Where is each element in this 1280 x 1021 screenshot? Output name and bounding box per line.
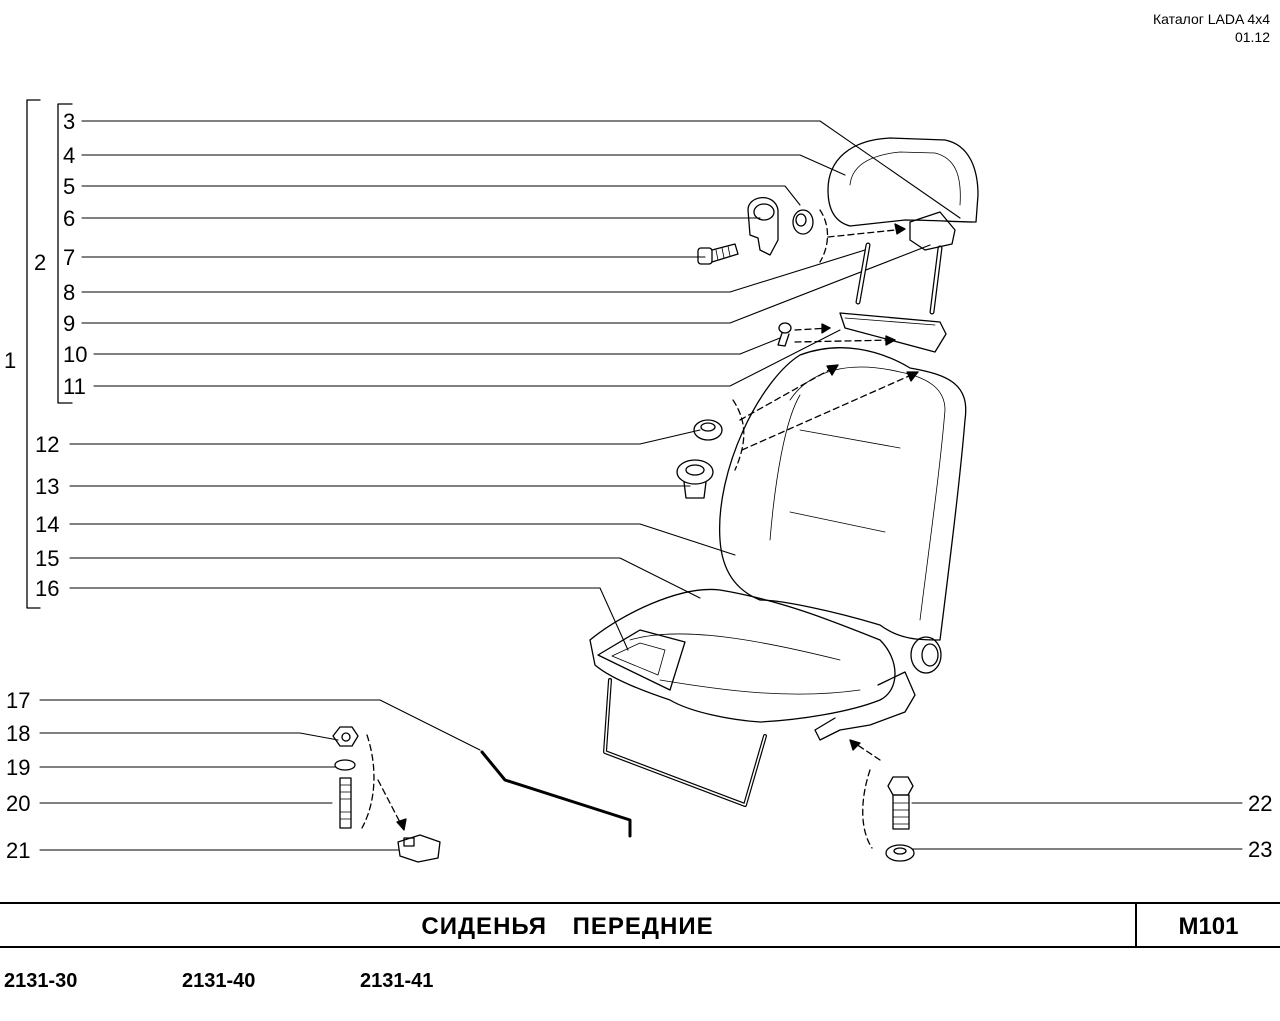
callout-4: 4 (63, 143, 75, 168)
pin-10 (777, 322, 792, 347)
catalog-title: Каталог LADA 4x4 (1152, 11, 1270, 27)
callout-16: 16 (35, 576, 59, 601)
callout-3: 3 (63, 109, 75, 134)
washer-19 (334, 759, 356, 771)
dashed-arc-back (732, 399, 745, 471)
callout-15: 15 (35, 546, 59, 571)
callout-8: 8 (63, 280, 75, 305)
model-list: 2131-30 2131-40 2131-41 (0, 970, 1280, 1000)
stud-20 (339, 777, 352, 829)
trim-cover-11 (839, 312, 947, 353)
nut-18 (332, 726, 359, 747)
clamp-6 (747, 196, 779, 256)
title-divider (1135, 904, 1137, 946)
rod-17 (480, 750, 632, 838)
callout-21: 21 (6, 838, 30, 863)
bushing-12 (693, 419, 723, 441)
callout-11: 11 (63, 374, 86, 399)
callout-14: 14 (35, 512, 59, 537)
title-bar: СИДЕНЬЯ ПЕРЕДНИЕ М101 (0, 902, 1280, 948)
callout-18: 18 (6, 721, 30, 746)
bracket-group-2 (57, 103, 73, 404)
seat-frame (603, 678, 767, 807)
bushing-5 (792, 209, 814, 235)
callout-22: 22 (1248, 791, 1272, 816)
callout-labels: 1 2 3 4 5 6 7 8 9 10 11 12 13 14 15 16 1… (4, 109, 1272, 863)
washer-23 (885, 844, 915, 862)
model-code: 2131-41 (360, 970, 434, 992)
page-code: М101 (1178, 913, 1239, 940)
recliner-knob (910, 636, 942, 674)
headrest (827, 137, 979, 315)
bushing-13 (676, 459, 714, 499)
callout-20: 20 (6, 791, 30, 816)
callout-2: 2 (34, 250, 46, 275)
callout-10: 10 (63, 342, 87, 367)
callout-13: 13 (35, 474, 59, 499)
callout-23: 23 (1248, 837, 1272, 862)
callout-12: 12 (35, 432, 59, 457)
bolt-22 (887, 776, 914, 830)
callout-17: 17 (6, 688, 30, 713)
bracket-group-1 (26, 99, 41, 609)
callout-1: 1 (4, 348, 16, 373)
section-title: СИДЕНЬЯ ПЕРЕДНИЕ (421, 913, 714, 940)
callout-6: 6 (63, 206, 75, 231)
catalog-header: Каталог LADA 4x4 01.12 (1153, 10, 1270, 46)
assembly-arrow-headrest (827, 228, 906, 238)
callout-7: 7 (63, 245, 75, 270)
leader-lines (39, 120, 1243, 851)
seat-exploded-diagram: 1 2 3 4 5 6 7 8 9 10 11 12 13 14 15 16 1… (4, 99, 1272, 863)
callout-5: 5 (63, 174, 75, 199)
callout-19: 19 (6, 755, 30, 780)
seat-back (719, 347, 967, 641)
callout-9: 9 (63, 311, 75, 336)
seat-cushion (589, 588, 896, 723)
seat-pad-16 (597, 629, 686, 691)
headrest-bracket (909, 211, 956, 251)
catalog-date: 01.12 (1234, 29, 1270, 45)
clip-21 (397, 834, 441, 863)
screw-7 (697, 243, 739, 265)
model-code: 2131-40 (182, 970, 256, 992)
dashed-arc-headrest (819, 209, 829, 263)
model-code: 2131-30 (4, 970, 78, 992)
recliner-mechanism (814, 671, 916, 741)
